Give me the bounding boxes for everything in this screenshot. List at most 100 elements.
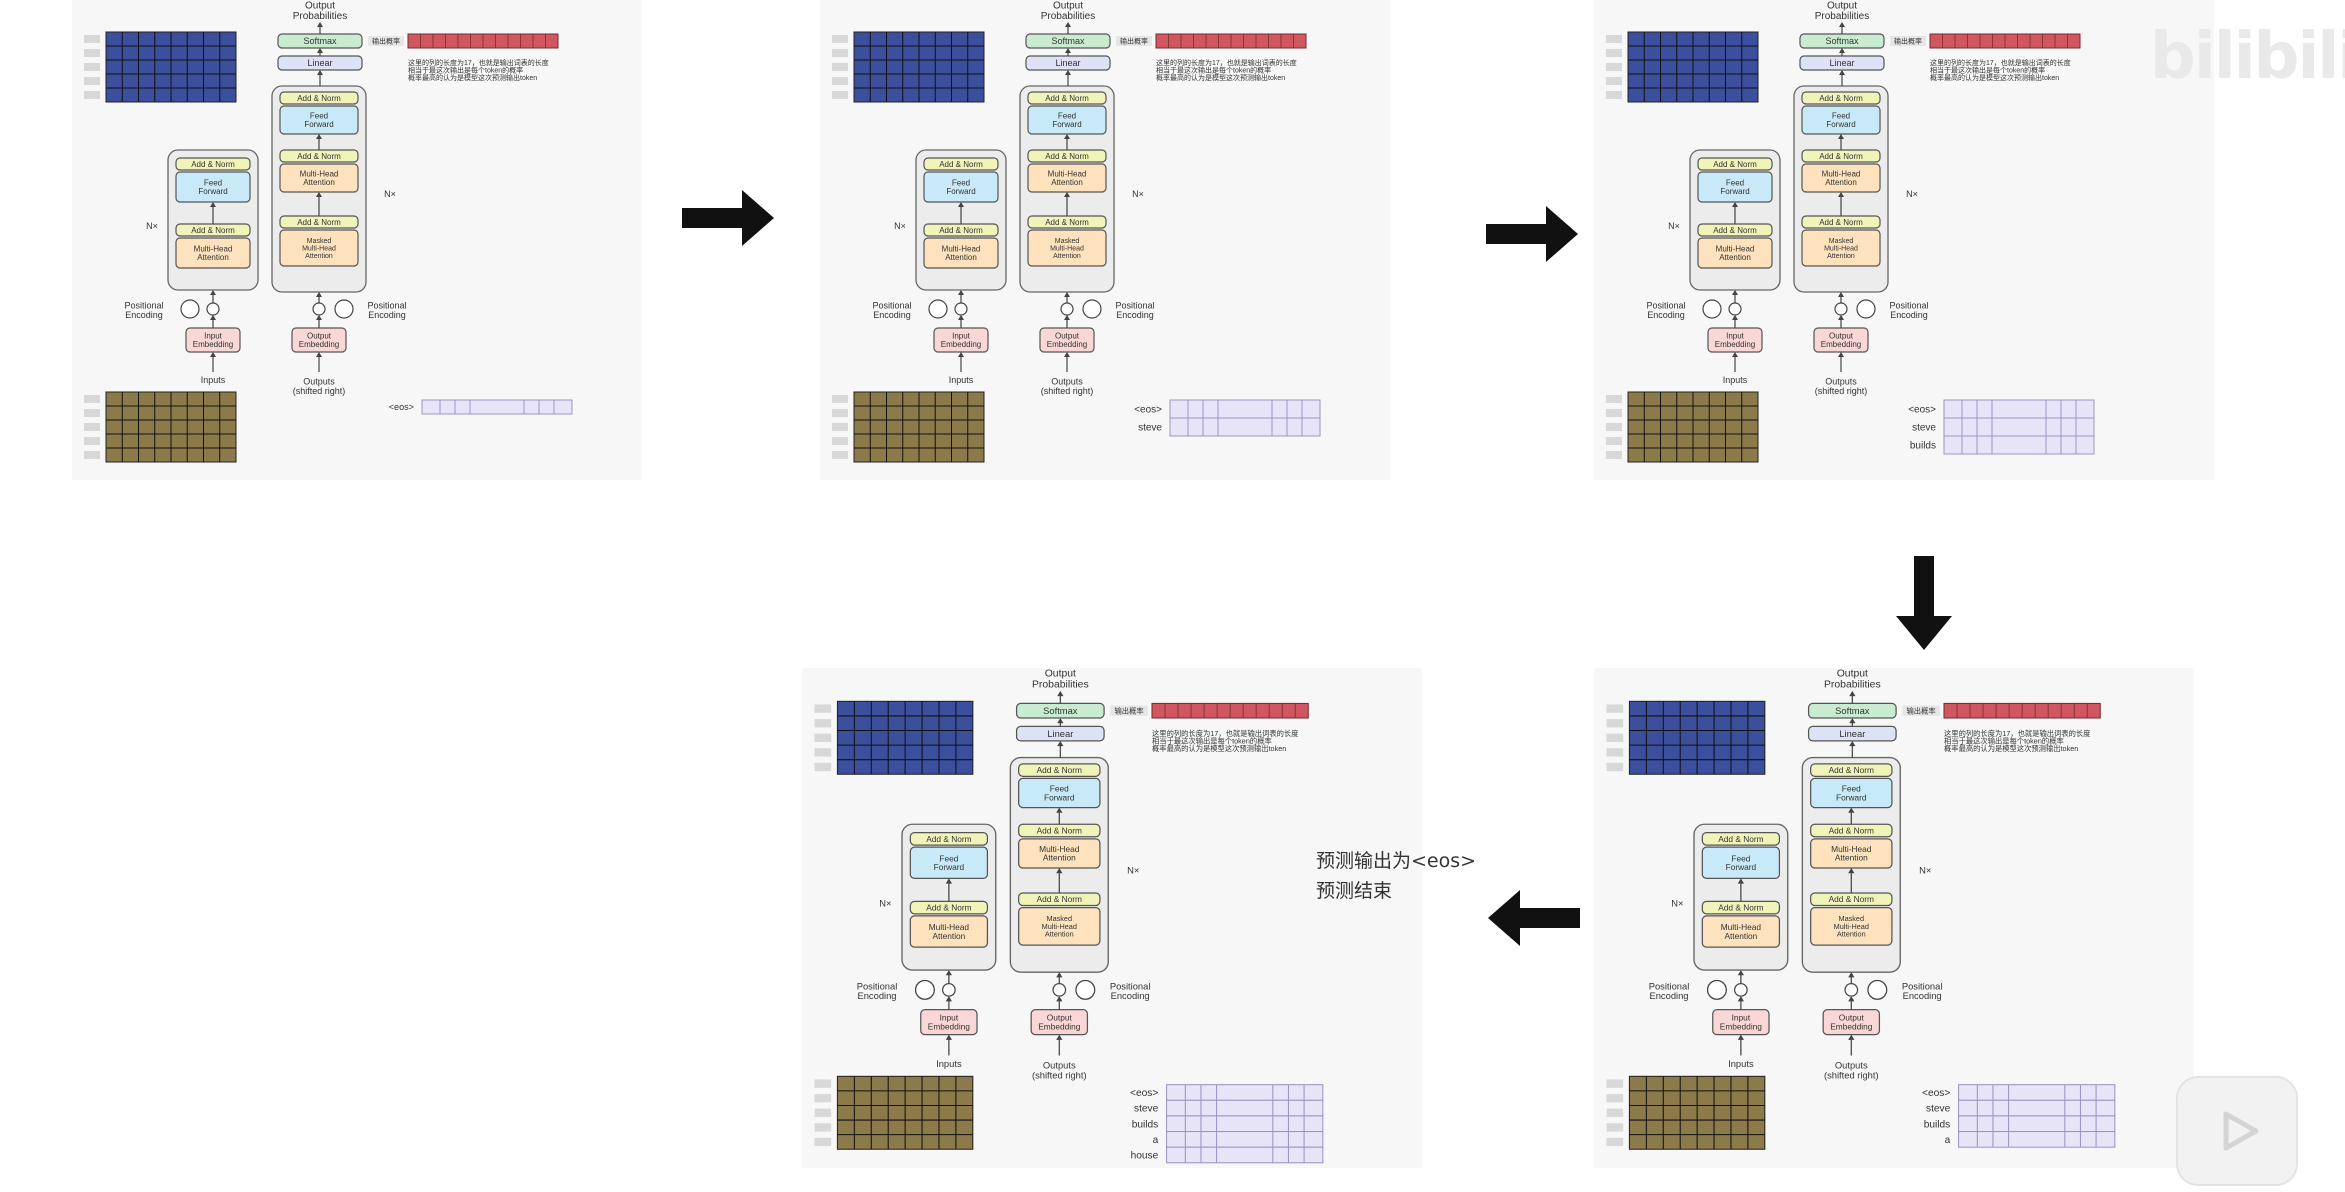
arrowhead-icon bbox=[1057, 740, 1064, 747]
decoder-add-norm-1-label: Add & Norm bbox=[297, 94, 341, 103]
input-embedding-matrix-row-tag bbox=[1606, 1079, 1624, 1088]
arrowhead-icon bbox=[210, 315, 216, 320]
decoder-sine-icon bbox=[334, 299, 354, 319]
input-embedding-matrix-row-tag bbox=[1606, 437, 1622, 445]
arrowhead-icon bbox=[316, 315, 322, 320]
input-embedding-matrix-row-tag bbox=[1606, 451, 1622, 459]
decoder-input-tokens-token-label: <eos> bbox=[1922, 1088, 1950, 1099]
linear-layer-label: Linear bbox=[307, 58, 332, 68]
arrowhead-icon bbox=[1838, 352, 1844, 357]
decoder-nx-label: N× bbox=[1906, 189, 1918, 199]
decoder-multi-head-attention bbox=[1018, 838, 1101, 869]
output-prob-tag-bg bbox=[1902, 705, 1940, 716]
encoder-output-matrix-row-tag bbox=[832, 63, 848, 71]
inputs-label: Inputs bbox=[1723, 375, 1748, 385]
encoder-add-norm-top-label: Add & Norm bbox=[939, 160, 983, 169]
encoder-output-matrix-row-tag bbox=[84, 63, 100, 71]
arrowhead-icon bbox=[945, 878, 952, 884]
arrowhead-icon bbox=[1057, 690, 1064, 697]
arrowhead-icon bbox=[1839, 70, 1845, 75]
result-note-line-2: 预测结束 bbox=[1316, 880, 1393, 902]
encoder-output-matrix-row-tag bbox=[814, 733, 832, 742]
arrowhead-icon bbox=[1732, 352, 1738, 357]
encoder-add-circle-icon bbox=[1728, 302, 1742, 316]
arrowhead-icon bbox=[1849, 718, 1856, 724]
output-prob-tag-bg bbox=[1116, 36, 1152, 46]
output-description: 这里的列的长度为17，也就是输出词表的长度相当于最这次输出是每个token的概率… bbox=[1156, 58, 1297, 82]
encoder-output-matrix-row-tag bbox=[1606, 733, 1624, 742]
input-embedding-matrix-row-tag bbox=[832, 423, 848, 431]
arrowhead-icon bbox=[317, 22, 323, 27]
arrowhead-icon bbox=[1064, 292, 1070, 297]
input-embedding-matrix-row-tag bbox=[84, 395, 100, 403]
decoder-add-norm-1 bbox=[279, 91, 359, 105]
decoder-nx-label: N× bbox=[1919, 865, 1931, 875]
arrowhead-icon bbox=[1056, 972, 1063, 978]
inputs-label: Inputs bbox=[201, 375, 226, 385]
encoder-output-matrix-row-tag bbox=[814, 762, 832, 772]
decoder-input-tokens-token-label: steve bbox=[1134, 1104, 1159, 1115]
encoder-add-norm-top-label: Add & Norm bbox=[191, 160, 235, 169]
encoder-output-matrix-row-tag bbox=[832, 77, 848, 85]
decoder-sine-icon bbox=[1856, 299, 1876, 319]
encoder-add-norm-top-label: Add & Norm bbox=[1718, 834, 1763, 844]
encoder-output-matrix-row-tag bbox=[1606, 63, 1622, 71]
decoder-input-tokens-row bbox=[1166, 1084, 1324, 1101]
input-embedding-matrix-row-tag bbox=[1606, 1137, 1624, 1147]
output-description: 这里的列的长度为17，也就是输出词表的长度相当于最这次输出是每个token的概率… bbox=[1930, 58, 2071, 82]
encoder-multi-head-attention bbox=[923, 237, 999, 269]
outputs-label: Outputs(shifted right) bbox=[1824, 1060, 1879, 1080]
decoder-input-tokens-row bbox=[1166, 1131, 1324, 1148]
decoder-input-tokens-token-label: steve bbox=[1138, 423, 1162, 434]
decoder-input-tokens-row bbox=[1166, 1099, 1324, 1117]
softmax-layer bbox=[1807, 702, 1897, 719]
encoder-multi-head-attention bbox=[175, 237, 251, 269]
play-button[interactable] bbox=[2176, 1076, 2298, 1186]
decoder-add-norm-1-label: Add & Norm bbox=[1037, 765, 1082, 775]
arrowhead-icon bbox=[958, 315, 964, 320]
decoder-input-tokens-token-label: <eos> bbox=[389, 402, 414, 412]
decoder-input-tokens-token-label: steve bbox=[1912, 423, 1936, 434]
arrowhead-icon bbox=[1056, 1034, 1063, 1040]
arrowhead-icon bbox=[945, 1034, 952, 1040]
arrowhead-icon bbox=[1839, 48, 1845, 53]
decoder-input-tokens-row bbox=[1169, 399, 1321, 419]
encoder-nx-label: N× bbox=[1671, 899, 1683, 909]
decoder-input-tokens-token-label: house bbox=[1131, 1151, 1159, 1162]
decoder-add-norm-1 bbox=[1018, 763, 1101, 777]
arrowhead-icon bbox=[958, 202, 964, 207]
encoder-output-matrix-row-tag bbox=[1606, 762, 1624, 772]
inputs-label: Inputs bbox=[1728, 1059, 1754, 1069]
arrowhead-icon bbox=[317, 70, 323, 75]
decoder-input-tokens-token-label: builds bbox=[1924, 1119, 1951, 1130]
decoder-add-norm-1-label: Add & Norm bbox=[1045, 94, 1089, 103]
decoder-nx-label: N× bbox=[384, 189, 396, 199]
decoder-feed-forward bbox=[1810, 777, 1893, 809]
arrowhead-icon bbox=[316, 292, 322, 297]
encoder-add-circle-icon bbox=[941, 982, 956, 997]
arrowhead-icon bbox=[316, 192, 322, 197]
arrowhead-icon bbox=[1065, 48, 1071, 53]
